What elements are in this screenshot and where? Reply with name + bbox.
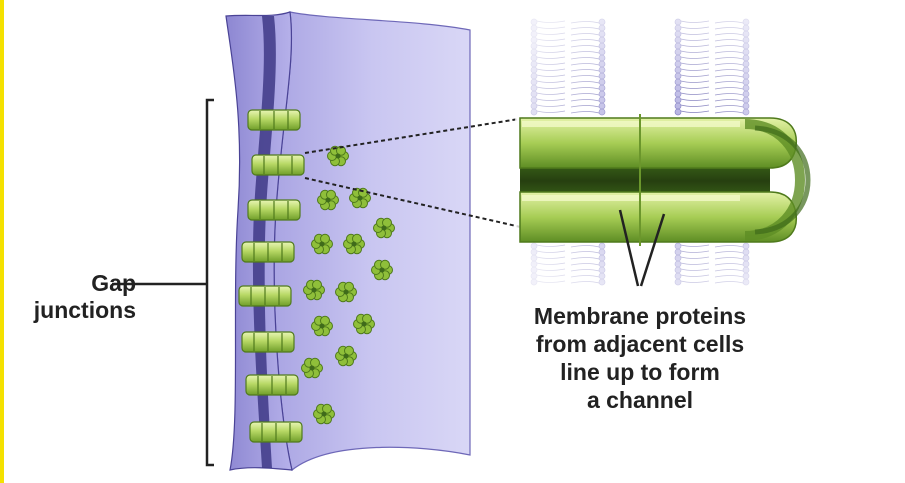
- caption-line-3: line up to form: [490, 358, 790, 386]
- connexon-rod: [252, 155, 304, 175]
- connexon-rod: [242, 332, 294, 352]
- connexon-rosette: [336, 346, 357, 365]
- gap-label-line2: junctions: [26, 297, 136, 324]
- connexon-rod: [239, 286, 291, 306]
- connexon-rod: [248, 200, 300, 220]
- caption-line-4: a channel: [490, 386, 790, 414]
- connexon-rod: [248, 110, 300, 130]
- membrane-sheet-right: [274, 12, 470, 470]
- connexon-rosette: [344, 234, 365, 253]
- connexon-rod: [250, 422, 302, 442]
- connexon-rosette: [354, 314, 375, 333]
- connexon-rosette: [374, 218, 395, 237]
- channel-zoom: [520, 114, 808, 246]
- connexon-rosette: [312, 316, 333, 335]
- gap-junctions-bracket: [207, 100, 214, 465]
- connexon-rosette: [302, 358, 323, 377]
- connexon-rosette: [372, 260, 393, 279]
- connexon-rosette: [328, 146, 349, 165]
- channel-caption: Membrane proteins from adjacent cells li…: [490, 302, 790, 414]
- gap-label-line1: Gap: [26, 270, 136, 297]
- connexon-rosette: [318, 190, 339, 209]
- connexon-rosette: [312, 234, 333, 253]
- connexon-rosette: [314, 404, 335, 423]
- caption-line-2: from adjacent cells: [490, 330, 790, 358]
- connexon-rosette: [304, 280, 325, 299]
- caption-line-1: Membrane proteins: [490, 302, 790, 330]
- gap-junctions-label: Gap junctions: [26, 270, 136, 324]
- connexon-rod: [242, 242, 294, 262]
- connexon-rosette: [336, 282, 357, 301]
- connexon-rod: [246, 375, 298, 395]
